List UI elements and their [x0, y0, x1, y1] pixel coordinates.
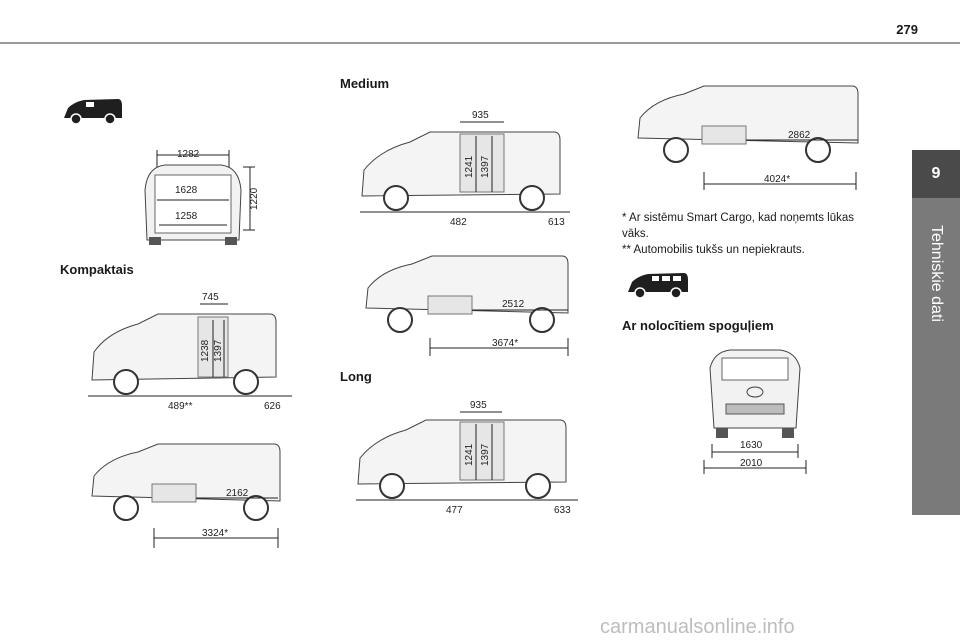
rear-floor-width: 1258 [175, 211, 198, 222]
long-front: 477 [446, 505, 463, 516]
long-length-diagram: 2862 4024* [637, 85, 859, 190]
minibus-icon [628, 273, 688, 299]
medium-length-diagram: 2512 3674* [365, 255, 569, 356]
long-total-len: 4024* [764, 174, 790, 185]
medium-h2: 1397 [480, 155, 491, 178]
rear-top-width: 1282 [177, 149, 200, 160]
chapter-title: Tehniskie dati [928, 225, 945, 322]
medium-total-len: 3674* [492, 338, 518, 349]
front-width-folded: 1630 [740, 440, 763, 451]
heading-mirrors: Ar nolocītiem spoguļiem [622, 318, 774, 333]
kompakt-h2: 1397 [213, 339, 224, 362]
footnote-empty-vehicle: ** Automobilis tukšs un nepiekrauts. [622, 244, 805, 256]
heading-long: Long [340, 369, 372, 384]
kompakt-load-len: 2162 [226, 488, 249, 499]
kompakt-total-len: 3324* [202, 528, 228, 539]
heading-kompakt: Kompaktais [60, 262, 134, 277]
medium-front: 482 [450, 217, 467, 228]
front-width-total: 2010 [740, 458, 763, 469]
footnote-smart-cargo: * Ar sistēmu Smart Cargo, kad noņemts lū… [622, 212, 855, 240]
van-icon [64, 99, 122, 125]
kompakt-length-diagram: 2162 3324* [91, 443, 281, 548]
long-rear: 633 [554, 505, 571, 516]
long-side-diagram: 935 1241 1397 477 633 [356, 400, 578, 516]
medium-load-len: 2512 [502, 299, 525, 310]
header-rule [0, 42, 960, 44]
heading-medium: Medium [340, 76, 390, 91]
chapter-number: 9 [912, 150, 960, 198]
medium-side-diagram: 935 1241 1397 482 613 [360, 110, 570, 228]
watermark: carmanualsonline.info [600, 616, 795, 638]
page-number: 279 [896, 22, 918, 37]
kompakt-top-len: 745 [202, 292, 219, 303]
kompakt-rear: 626 [264, 401, 281, 412]
kompakt-h1: 1238 [200, 339, 211, 362]
chapter-tab[interactable] [912, 150, 960, 515]
medium-rear: 613 [548, 217, 565, 228]
front-view-diagram: 1630 2010 [703, 349, 807, 474]
long-h1: 1241 [464, 443, 475, 466]
rear-height: 1220 [249, 187, 260, 210]
kompakt-front: 489** [168, 401, 193, 412]
medium-h1: 1241 [464, 155, 475, 178]
long-load-len: 2862 [788, 130, 811, 141]
rear-inner-width: 1628 [175, 185, 198, 196]
rear-view-diagram: 1282 1628 1258 1220 [144, 149, 260, 245]
medium-top-len: 935 [472, 110, 489, 121]
long-h2: 1397 [480, 443, 491, 466]
kompakt-side-diagram: 745 1238 1397 489** 626 [88, 292, 292, 412]
long-top-len: 935 [470, 400, 487, 411]
